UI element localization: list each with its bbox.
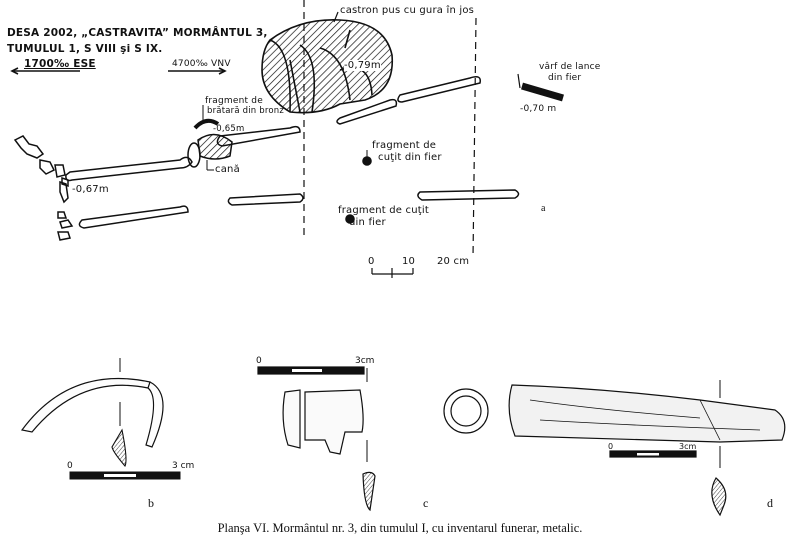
scale-bar-a [371,268,414,278]
header-line-2: TUMULUL 1, S VIII şi S IX. [7,43,163,55]
header-line-1: DESA 2002, „CASTRAVITA” MORMÂNTUL 3, [7,27,268,39]
orientation-ese: 1700‰ ESE [24,58,96,70]
bracelet-fragment [193,118,220,130]
spear-label-1: vârf de lance [539,62,601,72]
spear-depth: -0,70 m [520,104,557,114]
knife1-label-1: fragment de [372,140,437,151]
scale-a-20: 20 cm [437,256,470,267]
scale-bar-b [69,471,181,480]
knife2-label-1: fragment de cuţit [338,205,429,216]
bracelet-label-2: brătară din bronz [207,106,285,116]
skull-depth: -0,67m [72,184,109,195]
scale-c-3: 3cm [355,356,375,366]
letter-b: b [148,496,154,510]
scale-a-10: 10 [402,256,416,267]
letter-d: d [767,496,773,510]
ring-inner [450,395,482,427]
skeleton-bones [13,76,520,241]
scale-b-0: 0 [67,461,73,471]
jug-hatched [197,133,233,160]
knife-fragment-drawing-c [257,366,376,512]
bowl-hatched [261,19,394,114]
scale-c-0: 0 [256,356,262,366]
orientation-vnv: 4700‰ VNV [172,59,231,69]
ring-outer [443,388,489,434]
knife-fragment-2 [345,214,355,224]
spear-label-2: din fier [548,73,582,83]
knife2-label-2: din fier [349,217,386,228]
bracelet-label-1: fragment de [205,96,263,106]
plate-caption: Planşa VI. Mormântul nr. 3, din tumulul … [217,521,583,535]
scale-d-3: 3cm [679,442,697,451]
panel-letter-a: a [541,203,546,214]
section-line-right [472,17,477,259]
bowl-depth: -0,79m [344,60,381,71]
scale-d-0: 0 [608,442,614,451]
bracelet-depth: -0,65m [213,124,245,134]
knife-fragment-1 [362,156,372,166]
spear-point [521,82,564,102]
knife1-label-2: cuţit din fier [378,152,442,163]
jug-label: cană [215,164,240,175]
bowl-label: castron pus cu gura în jos [340,5,475,16]
knife-drawing-d [508,380,786,517]
letter-c: c [423,496,429,510]
scale-b-3: 3 cm [172,461,195,471]
bracelet-drawing [20,358,164,467]
scale-a-0: 0 [368,256,375,267]
